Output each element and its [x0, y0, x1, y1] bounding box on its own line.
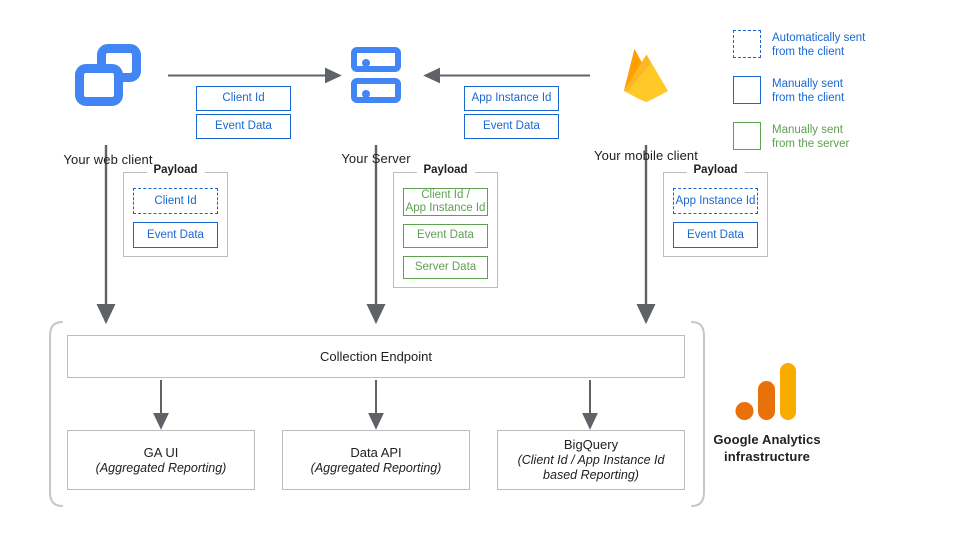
- payload-item-app-instance-id: App Instance Id: [673, 188, 758, 214]
- web-to-server-chips: Client Id Event Data: [196, 86, 291, 139]
- payload-title: Payload: [686, 164, 745, 176]
- web-client-icon: [75, 44, 141, 106]
- legend-line-2: from the client: [772, 46, 845, 58]
- output-box-ga-ui: GA UI (Aggregated Reporting): [67, 430, 255, 490]
- output-title: BigQuery: [563, 437, 619, 452]
- legend-line-2: from the server: [772, 138, 850, 150]
- legend-line-1: Manually sent: [772, 124, 843, 136]
- payload-item-server-data: Server Data: [403, 255, 488, 279]
- payload-title: Payload: [146, 164, 205, 176]
- payload-item-event-data: Event Data: [403, 224, 488, 248]
- legend-swatch-solid-blue: [733, 76, 761, 104]
- legend-panel: Automatically sent from the client Manua…: [733, 30, 953, 168]
- ga-label-line-2: infrastructure: [724, 449, 810, 464]
- legend-line-2: from the client: [772, 92, 845, 104]
- legend-text: Manually sent from the server: [772, 122, 849, 151]
- chip-event-data: Event Data: [464, 114, 559, 139]
- payload-web: Payload Client Id Event Data: [123, 164, 228, 257]
- server-icon: [351, 47, 401, 103]
- output-subtitle: (Client Id / App Instance Id based Repor…: [517, 453, 665, 482]
- output-subtitle: (Aggregated Reporting): [95, 460, 227, 475]
- legend-swatch-solid-green: [733, 122, 761, 150]
- payload-item-client-id: Client Id: [133, 188, 218, 214]
- chip-event-data: Event Data: [196, 114, 291, 139]
- output-subtitle: (Aggregated Reporting): [310, 460, 442, 475]
- legend-swatch-dashed-blue: [733, 30, 761, 58]
- output-box-bigquery: BigQuery (Client Id / App Instance Id ba…: [497, 430, 685, 490]
- legend-line-1: Manually sent: [772, 78, 843, 90]
- mobile-to-server-chips: App Instance Id Event Data: [464, 86, 559, 139]
- payload-server: Payload Client Id / App Instance Id Even…: [393, 164, 498, 288]
- server-label: Your Server: [341, 151, 411, 166]
- legend-line-1: Automatically sent: [772, 32, 866, 44]
- legend-text: Automatically sent from the client: [772, 30, 865, 59]
- google-analytics-logo: [735, 363, 796, 420]
- ga-label-line-1: Google Analytics: [713, 432, 821, 447]
- output-box-data-api: Data API (Aggregated Reporting): [282, 430, 470, 490]
- payload-item-client-or-app-instance-id: Client Id / App Instance Id: [403, 188, 488, 216]
- legend-item-manually-sent-client: Manually sent from the client: [733, 76, 953, 105]
- payload-item-event-data: Event Data: [673, 222, 758, 248]
- firebase-icon: [624, 49, 668, 102]
- chip-app-instance-id: App Instance Id: [464, 86, 559, 111]
- legend-item-manually-sent-server: Manually sent from the server: [733, 122, 953, 151]
- legend-text: Manually sent from the client: [772, 76, 844, 105]
- chip-client-id: Client Id: [196, 86, 291, 111]
- payload-item-event-data: Event Data: [133, 222, 218, 248]
- web-client-label: Your web client: [63, 152, 153, 167]
- output-title: Data API: [350, 444, 402, 460]
- payload-mobile: Payload App Instance Id Event Data: [663, 164, 768, 257]
- payload-title: Payload: [416, 164, 475, 176]
- output-title: GA UI: [143, 444, 179, 460]
- collection-endpoint-box: Collection Endpoint: [67, 335, 685, 378]
- ga-infrastructure-label: Google Analytics infrastructure: [688, 431, 846, 465]
- legend-item-automatically-sent-client: Automatically sent from the client: [733, 30, 953, 59]
- collection-endpoint-label: Collection Endpoint: [319, 348, 433, 364]
- mobile-client-label: Your mobile client: [594, 148, 698, 163]
